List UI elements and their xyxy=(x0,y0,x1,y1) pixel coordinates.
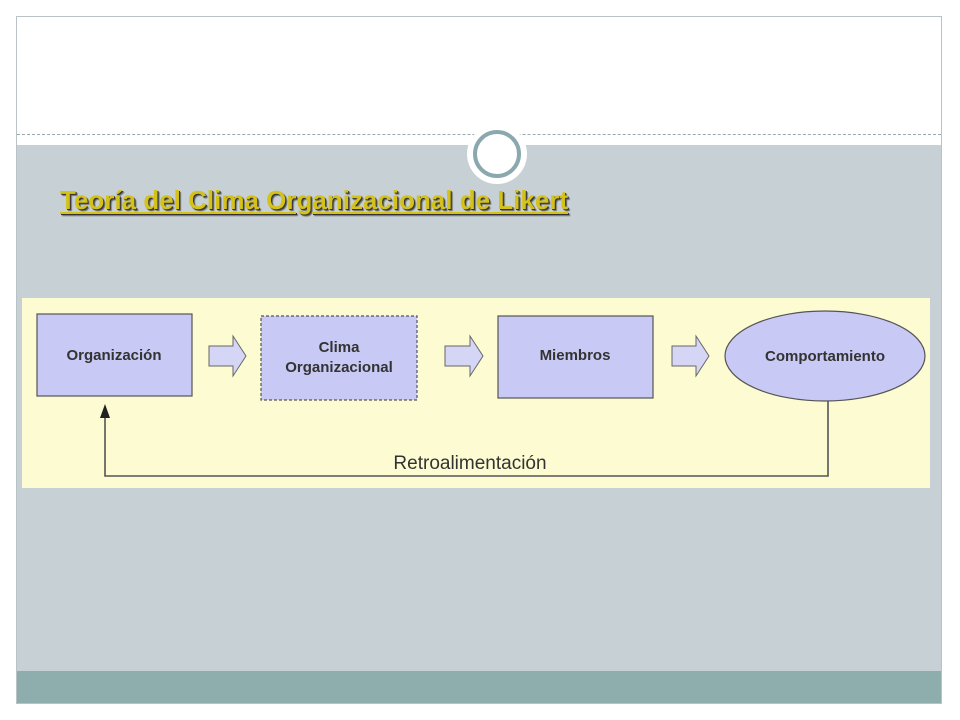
flow-arrow-1-icon xyxy=(208,334,247,378)
node-miembros xyxy=(497,315,654,399)
feedback-label: Retroalimentación xyxy=(393,453,546,474)
slide-title: Teoría del Clima Organizacional de Liker… xyxy=(60,185,569,215)
node-clima-label-line2: Organizacional xyxy=(285,359,393,376)
likert-diagram: Organización Clima Organizacional Miembr… xyxy=(22,298,930,488)
feedback-line xyxy=(104,401,829,477)
flow-arrow-3-icon xyxy=(671,334,710,378)
slide-footer-band xyxy=(17,671,941,703)
node-comportamiento-label: Comportamiento xyxy=(765,348,885,365)
node-comportamiento xyxy=(724,310,926,402)
node-organizacion-label: Organización xyxy=(66,347,161,364)
diagram-canvas: Organización Clima Organizacional Miembr… xyxy=(22,298,930,488)
node-miembros-label: Miembros xyxy=(540,347,611,364)
flow-arrow-2-icon xyxy=(444,334,484,378)
slide-header-band xyxy=(17,17,941,145)
node-organizacion xyxy=(36,313,193,397)
node-clima-organizacional xyxy=(260,315,418,401)
node-clima-label-line1: Clima xyxy=(319,339,361,356)
circle-ornament-icon xyxy=(467,124,527,184)
feedback-arrowhead-icon xyxy=(100,404,110,418)
